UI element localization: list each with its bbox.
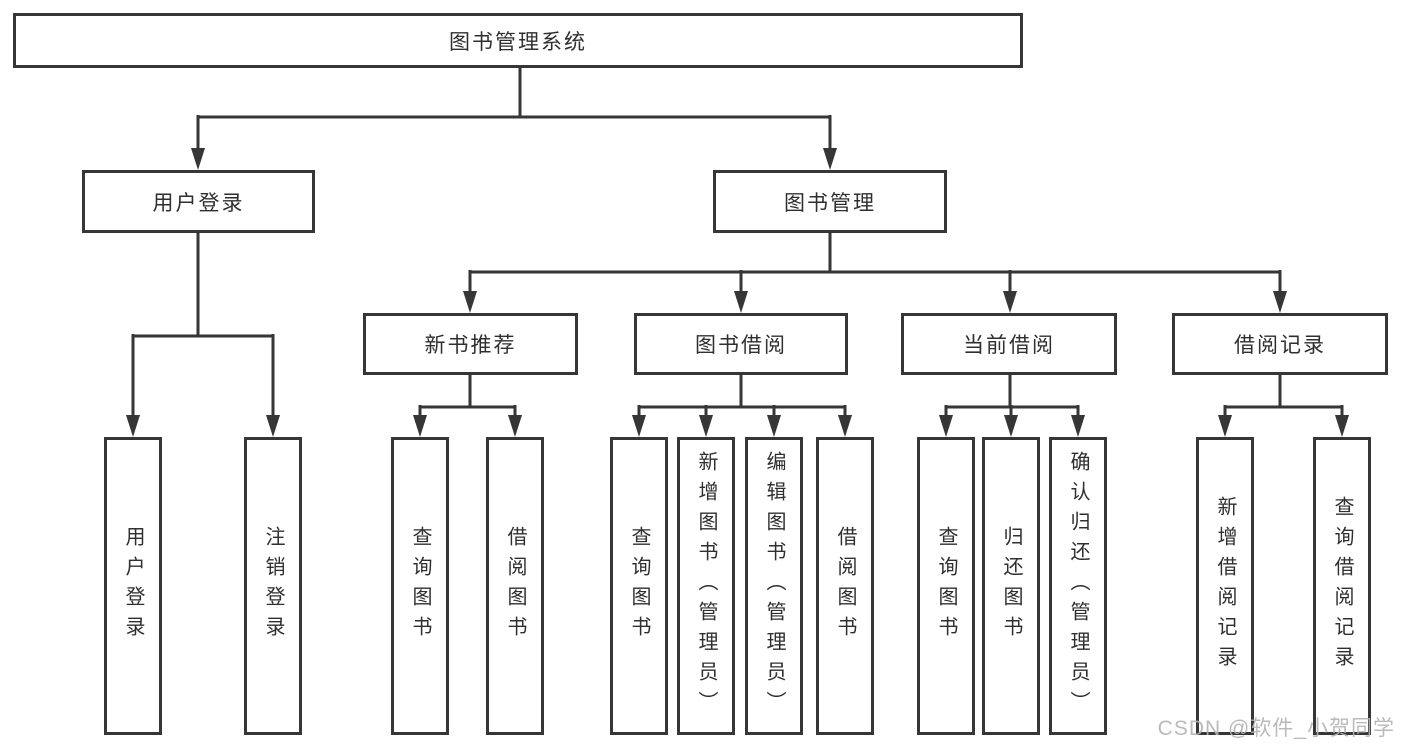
leaf-query-books-recommend: 查询图书 [391, 437, 449, 735]
node-label: 图书管理系统 [449, 30, 587, 54]
leaf-logout: 注销登录 [244, 437, 302, 735]
node-label: 当前借阅 [963, 334, 1055, 357]
leaf-add-book-admin: 新增图书（管理员） [677, 437, 735, 735]
node-label: 确认归还（管理员） [1067, 451, 1089, 721]
edge-book-management-to-level3 [463, 233, 1287, 313]
node-label: 用户登录 [122, 526, 144, 646]
node-user-login: 用户登录 [82, 170, 315, 233]
node-label: 新增图书（管理员） [695, 451, 717, 721]
leaf-user-login: 用户登录 [104, 437, 162, 735]
node-label: 查询图书 [409, 526, 431, 646]
node-borrowing-records: 借阅记录 [1172, 313, 1388, 375]
node-book-borrowing: 图书借阅 [634, 313, 848, 375]
edge-borrowing-records-to-leaves [1218, 375, 1349, 437]
edge-current-borrowing-to-leaves [939, 375, 1085, 437]
leaf-borrow-books-recommend: 借阅图书 [486, 437, 544, 735]
node-label: 注销登录 [262, 526, 284, 646]
leaf-query-books-borrowing: 查询图书 [610, 437, 668, 735]
edge-root-to-level2 [191, 68, 837, 170]
leaf-add-borrow-record: 新增借阅记录 [1196, 437, 1254, 735]
edge-new-book-recommend-to-leaves [413, 375, 522, 437]
node-label: 借阅记录 [1234, 334, 1326, 357]
node-label: 查询图书 [628, 526, 650, 646]
node-label: 借阅图书 [504, 526, 526, 646]
leaf-query-books-current: 查询图书 [917, 437, 975, 735]
node-book-management: 图书管理 [713, 170, 947, 233]
leaf-confirm-return-admin: 确认归还（管理员） [1049, 437, 1107, 735]
node-label: 新增借阅记录 [1214, 496, 1236, 676]
node-label: 归还图书 [1000, 526, 1022, 646]
node-label: 新书推荐 [424, 334, 517, 357]
node-library-management-system: 图书管理系统 [13, 13, 1023, 68]
node-label: 图书借阅 [695, 334, 787, 357]
node-new-book-recommend: 新书推荐 [363, 313, 578, 375]
csdn-watermark: CSDN @软件_小贺同学 [1157, 717, 1395, 740]
node-label: 图书管理 [784, 191, 876, 215]
leaf-edit-book-admin: 编辑图书（管理员） [745, 437, 803, 735]
leaf-borrow-books-borrowing: 借阅图书 [816, 437, 874, 735]
node-label: 编辑图书（管理员） [763, 451, 785, 721]
node-label: 用户登录 [152, 191, 245, 215]
leaf-return-books: 归还图书 [982, 437, 1040, 735]
node-label: 查询图书 [935, 526, 957, 646]
leaf-query-borrow-record: 查询借阅记录 [1313, 437, 1371, 735]
node-label: 查询借阅记录 [1331, 496, 1353, 676]
node-current-borrowing: 当前借阅 [901, 313, 1117, 375]
edge-user-login-to-leaves [126, 233, 280, 437]
node-label: 借阅图书 [834, 526, 856, 646]
edge-book-borrowing-to-leaves [632, 375, 852, 437]
